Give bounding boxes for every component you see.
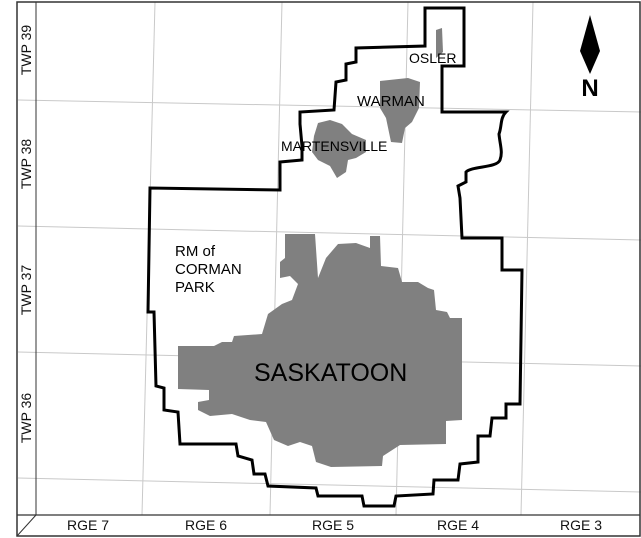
township-label-37: TWP 37 (18, 265, 34, 316)
grid-line-h2 (17, 225, 641, 241)
saskatoon-urban-area (178, 234, 462, 467)
range-label-6: RGE 6 (185, 517, 227, 533)
north-arrow-icon (580, 15, 600, 74)
north-arrow: N (580, 15, 600, 102)
grid-line-h1 (17, 99, 641, 113)
warman-urban-area (380, 78, 420, 143)
grid-line-h4 (17, 477, 641, 493)
range-axis-corner-tick (16, 514, 37, 537)
range-label-4: RGE 4 (437, 517, 479, 533)
osler-label: OSLER (409, 50, 456, 66)
township-label-36: TWP 36 (18, 393, 34, 444)
martensville-urban-area (312, 120, 366, 178)
map-frame (16, 1, 641, 537)
saskatoon-label: SASKATOON (254, 359, 407, 387)
rm-label-line2: CORMAN (175, 261, 242, 278)
grid-line-v4 (520, 1, 534, 516)
warman-label: WARMAN (357, 93, 425, 110)
north-arrow-label: N (581, 75, 598, 102)
martensville-label: MARTENSVILLE (281, 138, 387, 154)
osler-urban-area (436, 28, 443, 58)
range-label-3: RGE 3 (560, 517, 602, 533)
rm-corman-park-boundary (146, 6, 524, 508)
township-label-38: TWP 38 (18, 139, 34, 190)
range-label-7: RGE 7 (67, 517, 109, 533)
rm-label-line1: RM of (175, 243, 216, 260)
township-label-39: TWP 39 (18, 25, 34, 76)
rm-label-line3: PARK (175, 279, 215, 296)
urban-areas (178, 28, 462, 467)
range-label-5: RGE 5 (312, 517, 354, 533)
